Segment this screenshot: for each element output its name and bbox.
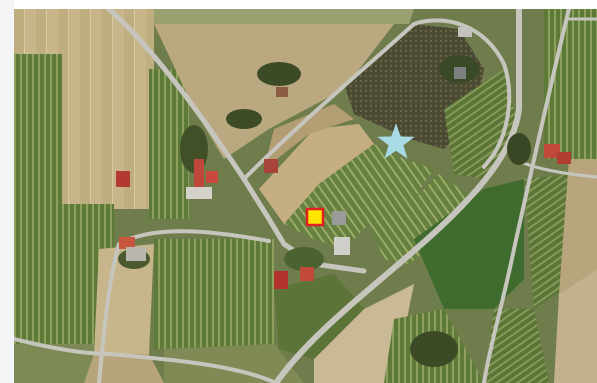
building-roof: [300, 267, 314, 281]
field: [484, 309, 549, 383]
building-roof: [274, 271, 288, 289]
field: [94, 244, 154, 354]
top-margin: [0, 0, 597, 9]
left-margin: [0, 0, 14, 383]
field: [559, 159, 597, 294]
field: [154, 239, 274, 349]
field: [164, 344, 304, 383]
field: [154, 24, 394, 159]
building-roof: [557, 152, 571, 164]
road: [273, 9, 522, 383]
building-roof: [332, 211, 346, 225]
field: [84, 354, 164, 383]
buildings: [116, 27, 571, 289]
field: [14, 54, 62, 204]
building-roof: [276, 87, 288, 97]
building-roof: [119, 237, 135, 249]
field: [259, 124, 374, 224]
road: [242, 18, 512, 181]
building-roof: [186, 187, 212, 199]
field: [554, 269, 597, 383]
road: [482, 9, 571, 383]
star-marker-icon[interactable]: [377, 123, 415, 159]
field: [264, 104, 354, 169]
building-roof: [116, 171, 130, 187]
building-roof: [126, 247, 146, 261]
building-roof: [458, 27, 472, 37]
field: [369, 174, 474, 264]
building-roof: [206, 171, 218, 183]
building-roof: [544, 144, 560, 158]
building-roof: [194, 159, 204, 187]
square-marker-icon[interactable]: [305, 207, 325, 227]
road: [106, 9, 367, 274]
road-network: [14, 9, 597, 383]
field: [414, 179, 524, 309]
building-roof: [264, 159, 278, 173]
field: [444, 69, 519, 179]
field: [274, 274, 364, 359]
field: [154, 9, 414, 24]
satellite-map[interactable]: [14, 9, 597, 383]
building-roof: [334, 237, 350, 255]
road: [14, 337, 278, 383]
building-roof: [454, 67, 466, 79]
